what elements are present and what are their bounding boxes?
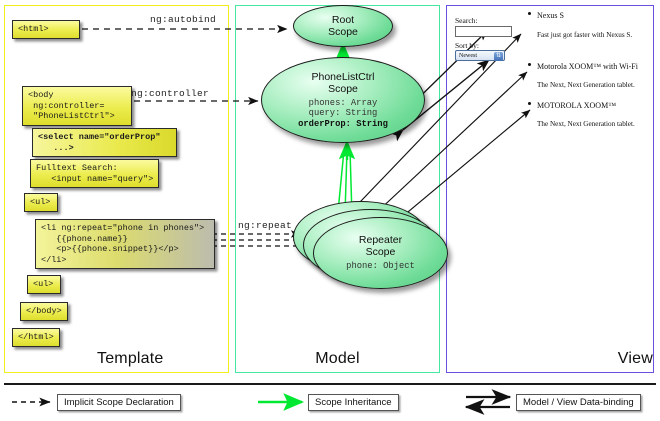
phone-snippet-2: The Next, Next Generation tablet. [537,120,635,128]
legend-divider [4,383,656,385]
phone-name-1: Motorola XOOM™ with Wi-Fi [528,62,638,71]
edge-label-autobind: ng:autobind [150,14,217,25]
scope-prop-query: query: String [308,108,378,119]
sort-by-selected-value: Newest [459,53,477,59]
legend-label-implicit: Implicit Scope Declaration [57,394,181,411]
code-box-select: <select name="orderProp" ...> [32,128,177,157]
phone-name-0: Nexus S [528,11,564,20]
scope-repeater-line1: Repeater [358,234,403,247]
scope-phonelistctrl: PhoneListCtrl Scope phones: Array query:… [261,57,425,143]
phone-name-2: MOTOROLA XOOM™ [528,101,616,110]
scope-phonelist-line1: PhoneListCtrl [311,71,375,84]
list-bullet-icon [528,63,531,66]
scope-prop-orderprop: orderProp: String [298,118,388,129]
code-box-body-close: </body> [20,302,68,321]
scope-root: Root Scope [293,5,393,47]
code-box-ul-close: <ul> [27,275,61,294]
scope-phonelist-props: phones: Array query: String orderProp: S… [298,98,388,129]
code-box-html-close: </html> [12,328,60,347]
list-bullet-icon [528,12,531,15]
legend-label-inheritance: Scope Inheritance [308,394,399,411]
edge-label-controller: ng:controller [131,88,210,99]
column-label-model: Model [315,350,360,367]
edge-label-repeat: ng:repeat [238,220,293,231]
scope-root-line1: Root [331,14,355,26]
search-label: Search: [455,16,478,25]
scope-repeater-props: phone: Object [346,261,415,271]
scope-phonelist-line2: Scope [328,83,358,96]
scope-prop-phone: phone: Object [346,261,415,272]
phone-snippet-1: The Next, Next Generation tablet. [537,81,635,89]
code-box-fulltext-search: Fulltext Search: <input name="query"> [30,159,159,188]
sort-by-select[interactable]: Newest ⇅ [455,50,505,61]
code-box-li-repeat: <li ng:repeat="phone in phones"> {{phone… [35,219,215,269]
chevron-down-icon: ⇅ [494,52,503,61]
scope-prop-phones: phones: Array [308,98,378,109]
sort-label: Sort by: [455,41,479,50]
scope-repeater-line2: Scope [365,246,396,259]
list-bullet-icon [528,102,531,105]
phone-snippet-0: Fast just got faster with Nexus S. [537,31,633,39]
column-label-template: Template [97,350,164,367]
search-input[interactable] [455,26,512,37]
scope-root-line2: Scope [328,26,358,38]
code-box-html-open: <html> [12,20,80,39]
legend-label-databinding: Model / View Data-binding [516,394,641,411]
code-box-ul-open: <ul> [24,193,58,212]
scope-repeater: Repeater Scope phone: Object [313,217,448,289]
code-box-body-open: <body ng:controller= "PhoneListCtrl"> [22,86,132,126]
column-label-view: View [617,350,653,367]
